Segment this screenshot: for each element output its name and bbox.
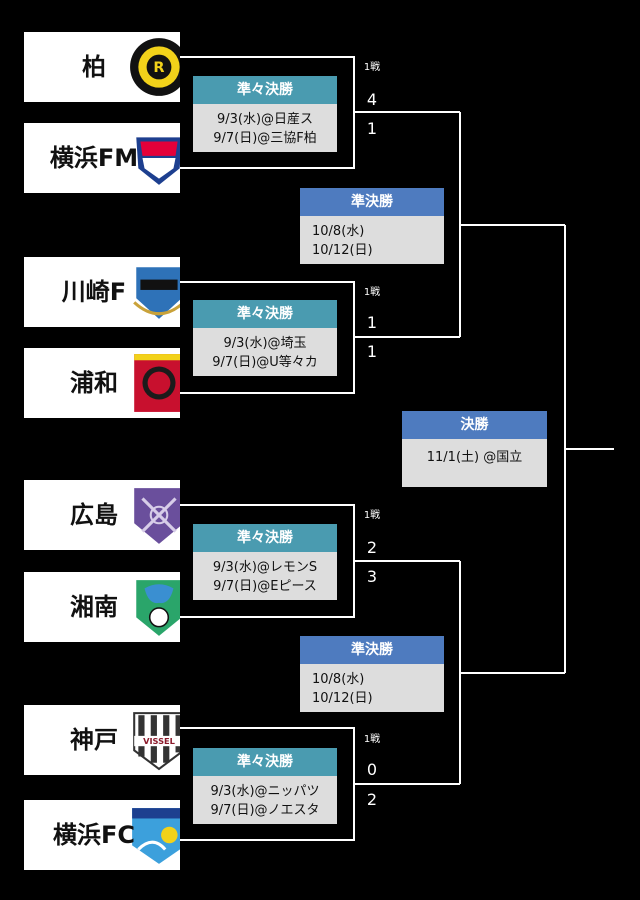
match-title: 準決勝 [300, 188, 444, 216]
match-title: 準決勝 [300, 636, 444, 664]
quarterfinal-2[interactable]: 準々決勝 9/3(水)@埼玉 9/7(日)@U等々カ [193, 300, 337, 376]
score-home: 1 [366, 313, 378, 332]
score-away: 2 [366, 790, 378, 809]
first-leg-date: 9/3(水)@ニッパツ [210, 784, 320, 799]
kashiwa-logo-icon: R [130, 38, 180, 96]
team-hiroshima[interactable]: 広島 [24, 480, 180, 550]
quarterfinal-1[interactable]: 準々決勝 9/3(水)@日産ス 9/7(日)@三協F柏 [193, 76, 337, 152]
team-kashiwa[interactable]: 柏 R [24, 32, 180, 102]
team-name: 神戸 [70, 726, 118, 754]
leg-label: 1戦 [363, 734, 381, 745]
match-title: 準々決勝 [193, 300, 337, 328]
team-kawasaki[interactable]: 川崎F [24, 257, 180, 327]
svg-text:R: R [153, 60, 164, 76]
score-away: 1 [366, 119, 378, 138]
first-leg-date: 9/3(水)@日産ス [216, 112, 314, 127]
first-leg-date: 10/8(水) [312, 672, 365, 687]
team-name: 浦和 [70, 369, 118, 397]
quarterfinal-3[interactable]: 準々決勝 9/3(水)@レモンS 9/7(日)@Eピース [193, 524, 337, 600]
team-shonan[interactable]: 湘南 [24, 572, 180, 642]
first-leg-date: 10/8(水) [312, 224, 365, 239]
team-name: 横浜FM [49, 144, 139, 172]
reds-logo-icon [134, 354, 180, 412]
semifinal-2[interactable]: 準決勝 10/8(水) 10/12(日) [300, 636, 444, 712]
leg-label: 1戦 [363, 510, 381, 521]
second-leg-date: 10/12(日) [312, 243, 373, 258]
second-leg-date: 9/7(日)@U等々カ [212, 355, 318, 370]
svg-text:VISSEL: VISSEL [143, 736, 176, 746]
team-name: 川崎F [61, 278, 127, 306]
score-away: 1 [366, 342, 378, 361]
match-title: 準々決勝 [193, 524, 337, 552]
vissel-logo-icon: VISSEL [133, 712, 180, 771]
team-name: 湘南 [70, 593, 118, 621]
second-leg-date: 9/7(日)@三協F柏 [213, 131, 317, 146]
final-date: 11/1(土) @国立 [426, 450, 523, 465]
sanfrecce-logo-icon [134, 488, 180, 544]
score-home: 2 [366, 538, 378, 557]
team-yokohama-fc[interactable]: 横浜FC [24, 800, 180, 870]
team-kobe[interactable]: 神戸 VISSEL [24, 705, 180, 775]
semifinal-1[interactable]: 準決勝 10/8(水) 10/12(日) [300, 188, 444, 264]
frontale-logo-icon [133, 267, 180, 319]
second-leg-date: 9/7(日)@Eピース [213, 579, 317, 594]
second-leg-date: 10/12(日) [312, 691, 373, 706]
first-leg-date: 9/3(水)@レモンS [212, 560, 318, 575]
second-leg-date: 9/7(日)@ノエスタ [210, 803, 320, 818]
first-leg-date: 9/3(水)@埼玉 [223, 336, 307, 351]
yokohama-fc-logo-icon [132, 808, 180, 864]
score-home: 4 [366, 90, 378, 109]
team-urawa[interactable]: 浦和 [24, 348, 180, 418]
leg-label: 1戦 [363, 62, 381, 73]
quarterfinal-4[interactable]: 準々決勝 9/3(水)@ニッパツ 9/7(日)@ノエスタ [193, 748, 337, 824]
team-name: 横浜FC [52, 821, 135, 849]
match-title: 準々決勝 [193, 76, 337, 104]
match-title: 準々決勝 [193, 748, 337, 776]
leg-label: 1戦 [363, 287, 381, 298]
final-match[interactable]: 決勝 11/1(土) @国立 [402, 411, 547, 487]
team-name: 柏 [82, 53, 106, 81]
team-yokohama-fm[interactable]: 横浜FM [24, 123, 180, 193]
team-name: 広島 [70, 501, 118, 529]
marinos-logo-icon [136, 137, 180, 185]
score-away: 3 [366, 567, 378, 586]
score-home: 0 [366, 760, 378, 779]
match-title: 決勝 [402, 411, 547, 439]
bellmare-logo-icon [136, 580, 180, 636]
